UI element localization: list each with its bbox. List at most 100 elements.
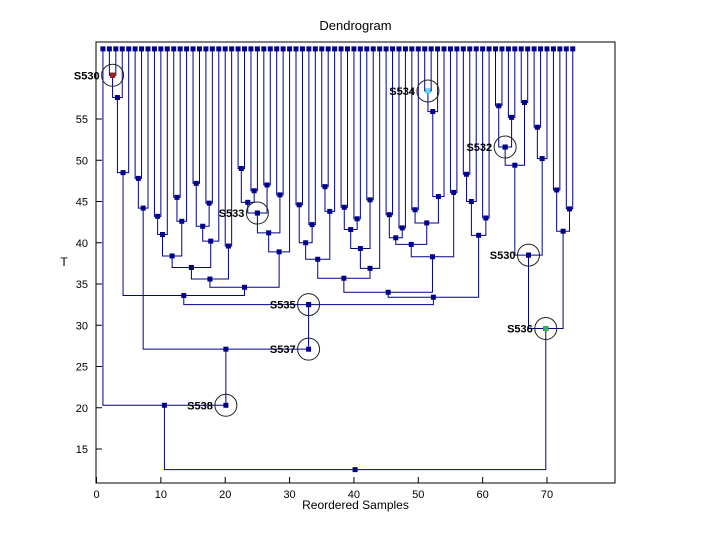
node-marker [159, 232, 165, 237]
leaf-marker [209, 46, 215, 52]
leaf-marker [222, 46, 228, 52]
leaf-marker [544, 46, 550, 52]
merge-link [171, 241, 212, 268]
merge-link [240, 168, 255, 203]
leaf-marker [190, 46, 196, 52]
annotation-label: S532 [466, 142, 492, 154]
merge-link [507, 48, 516, 118]
leaf-marker [216, 46, 222, 52]
merge-link [536, 48, 548, 160]
leaf-marker [126, 46, 132, 52]
leaf-marker [151, 46, 157, 52]
node-marker [193, 180, 199, 186]
node-marker [539, 156, 545, 162]
node-marker [296, 202, 302, 208]
merge-link [514, 158, 543, 256]
merge-link [410, 192, 455, 258]
node-marker [424, 220, 430, 226]
leaf-marker [261, 46, 267, 52]
merge-link [462, 48, 471, 175]
node-marker [315, 256, 321, 262]
node-marker [521, 100, 527, 105]
merge-link [343, 256, 433, 293]
y-tick-label: 20 [76, 403, 88, 415]
node-marker [135, 175, 141, 181]
merge-link [565, 48, 574, 210]
chart-title: Dendrogram [319, 18, 392, 33]
annotation-label: S537 [270, 344, 296, 356]
leaf-marker [319, 46, 325, 52]
leaf-marker [525, 46, 531, 52]
leaf-marker [100, 46, 106, 52]
merge-link [137, 48, 149, 209]
node-marker [399, 225, 405, 231]
merge-link [495, 48, 503, 107]
merge-link [122, 172, 246, 297]
leaf-marker [390, 46, 396, 52]
merge-link [321, 48, 329, 188]
node-marker [408, 241, 414, 247]
annotation-label: S533 [219, 208, 245, 220]
annotation-label: S538 [187, 400, 213, 412]
merge-link [108, 48, 117, 76]
node-marker [341, 204, 347, 210]
merge-link [163, 328, 547, 471]
leaf-marker [563, 46, 569, 52]
special-node-marker [110, 72, 116, 78]
leaf-marker [538, 46, 544, 52]
leaf-marker [402, 46, 408, 52]
merge-link [153, 48, 162, 217]
leaf-marker [415, 46, 421, 52]
node-marker [245, 199, 251, 205]
node-marker [560, 228, 566, 234]
merge-link [173, 48, 181, 198]
merge-link [385, 48, 394, 216]
leaf-marker [512, 46, 518, 52]
leaf-marker [325, 46, 331, 52]
special-node-marker [543, 326, 549, 332]
annotation-circle [214, 393, 238, 417]
merge-link [263, 48, 271, 186]
node-marker [412, 207, 418, 213]
leaf-marker [248, 46, 254, 52]
merge-link [482, 48, 490, 219]
leaf-marker [351, 46, 357, 52]
node-marker [179, 218, 185, 224]
node-marker [451, 189, 457, 195]
axis-ticks [96, 118, 548, 483]
annotation-circle [245, 201, 269, 225]
leaf-marker [531, 46, 537, 52]
leaf-marker [364, 46, 370, 52]
merge-link [157, 48, 168, 235]
merge-link [449, 48, 458, 193]
leaf-marker [460, 46, 466, 52]
x-tick-label: 50 [412, 489, 424, 501]
annotated-node-marker [254, 210, 260, 216]
leaf-marker [473, 46, 479, 52]
y-tick-label: 30 [76, 320, 88, 332]
leaf-marker [119, 46, 125, 52]
leaf-marker [184, 46, 190, 52]
node-marker [348, 227, 354, 233]
leaf-marker [570, 46, 576, 52]
leaf-marker [171, 46, 177, 52]
leaf-marker [306, 46, 312, 52]
merge-link [533, 48, 542, 128]
merge-link [498, 105, 513, 148]
leaf-marker [441, 46, 447, 52]
merge-link [520, 48, 529, 103]
node-marker [554, 187, 560, 193]
node-marker [264, 182, 270, 188]
leaf-marker [158, 46, 164, 52]
leaf-marker [550, 46, 556, 52]
node-marker [385, 289, 391, 295]
node-marker [468, 199, 474, 204]
node-marker [225, 243, 231, 249]
node-marker [534, 124, 540, 130]
node-marker [181, 293, 187, 299]
node-marker [367, 265, 373, 271]
merge-link [308, 48, 316, 226]
leaf-marker [396, 46, 402, 52]
